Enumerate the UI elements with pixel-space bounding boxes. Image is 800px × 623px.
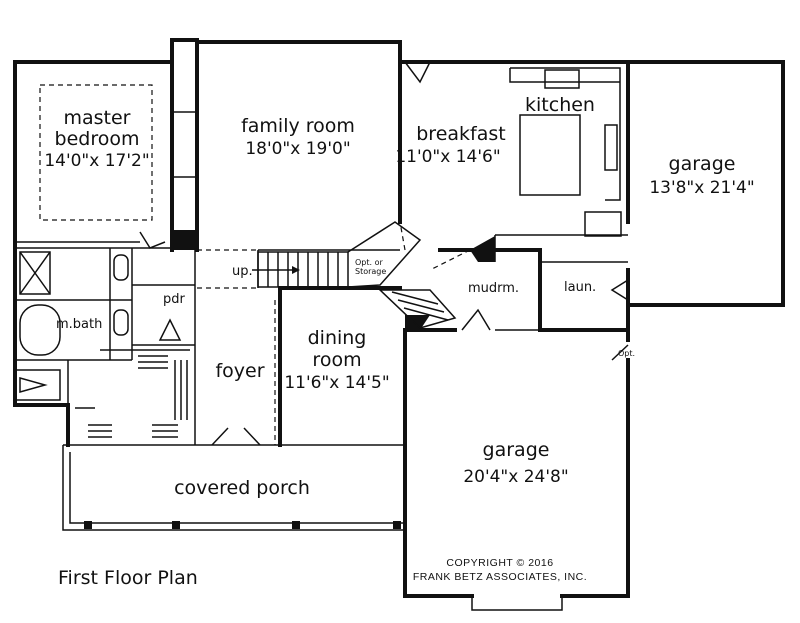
closet-shelves [75,355,188,438]
laundry-label: laun. [564,280,596,295]
powder-label: pdr [163,292,186,307]
dashed-lines [39,62,471,445]
master-bath-label: m.bath [56,317,102,332]
porch-columns [84,521,401,529]
plan-title: First Floor Plan [58,567,198,589]
staircase [252,221,457,329]
garage-large-label: garage [483,439,550,461]
exterior-walls [13,38,785,598]
family-room-dims: 18'0"x 19'0" [245,139,350,159]
breakfast-dims: 11'0"x 14'6" [395,147,500,167]
foyer-label: foyer [215,360,264,382]
garage-small-label: garage [669,153,736,175]
opt-note: Opt. [618,349,635,358]
copyright-line1: COPYRIGHT © 2016 [446,557,553,569]
garage-small-dims: 13'8"x 21'4" [649,178,754,198]
garage-large-dims: 20'4"x 24'8" [463,467,568,487]
family-room-label: family room [241,115,355,137]
kitchen-fixtures [509,67,622,237]
stair-up-label: up. [232,264,253,279]
dining-room-dims: 11'6"x 14'5" [284,373,389,393]
storage-note-line1: Opt. or [355,258,383,267]
storage-note-line2: Storage [355,267,386,276]
kitchen-label: kitchen [525,94,595,116]
master-bedroom-dims: 14'0"x 17'2" [44,151,149,171]
breakfast-label: breakfast [416,123,505,145]
dining-room-label-line1: dining [308,327,367,349]
master-bedroom-label-line1: master [63,107,130,129]
interior-walls [15,40,630,447]
copyright-line2: FRANK BETZ ASSOCIATES, INC. [413,571,587,583]
covered-porch-label: covered porch [174,477,310,499]
bath-fixtures [19,251,182,393]
mudroom-label: mudrm. [468,281,519,296]
doors [139,61,629,611]
master-bedroom-label-line2: bedroom [55,128,140,150]
dining-room-label-line2: room [312,349,361,371]
